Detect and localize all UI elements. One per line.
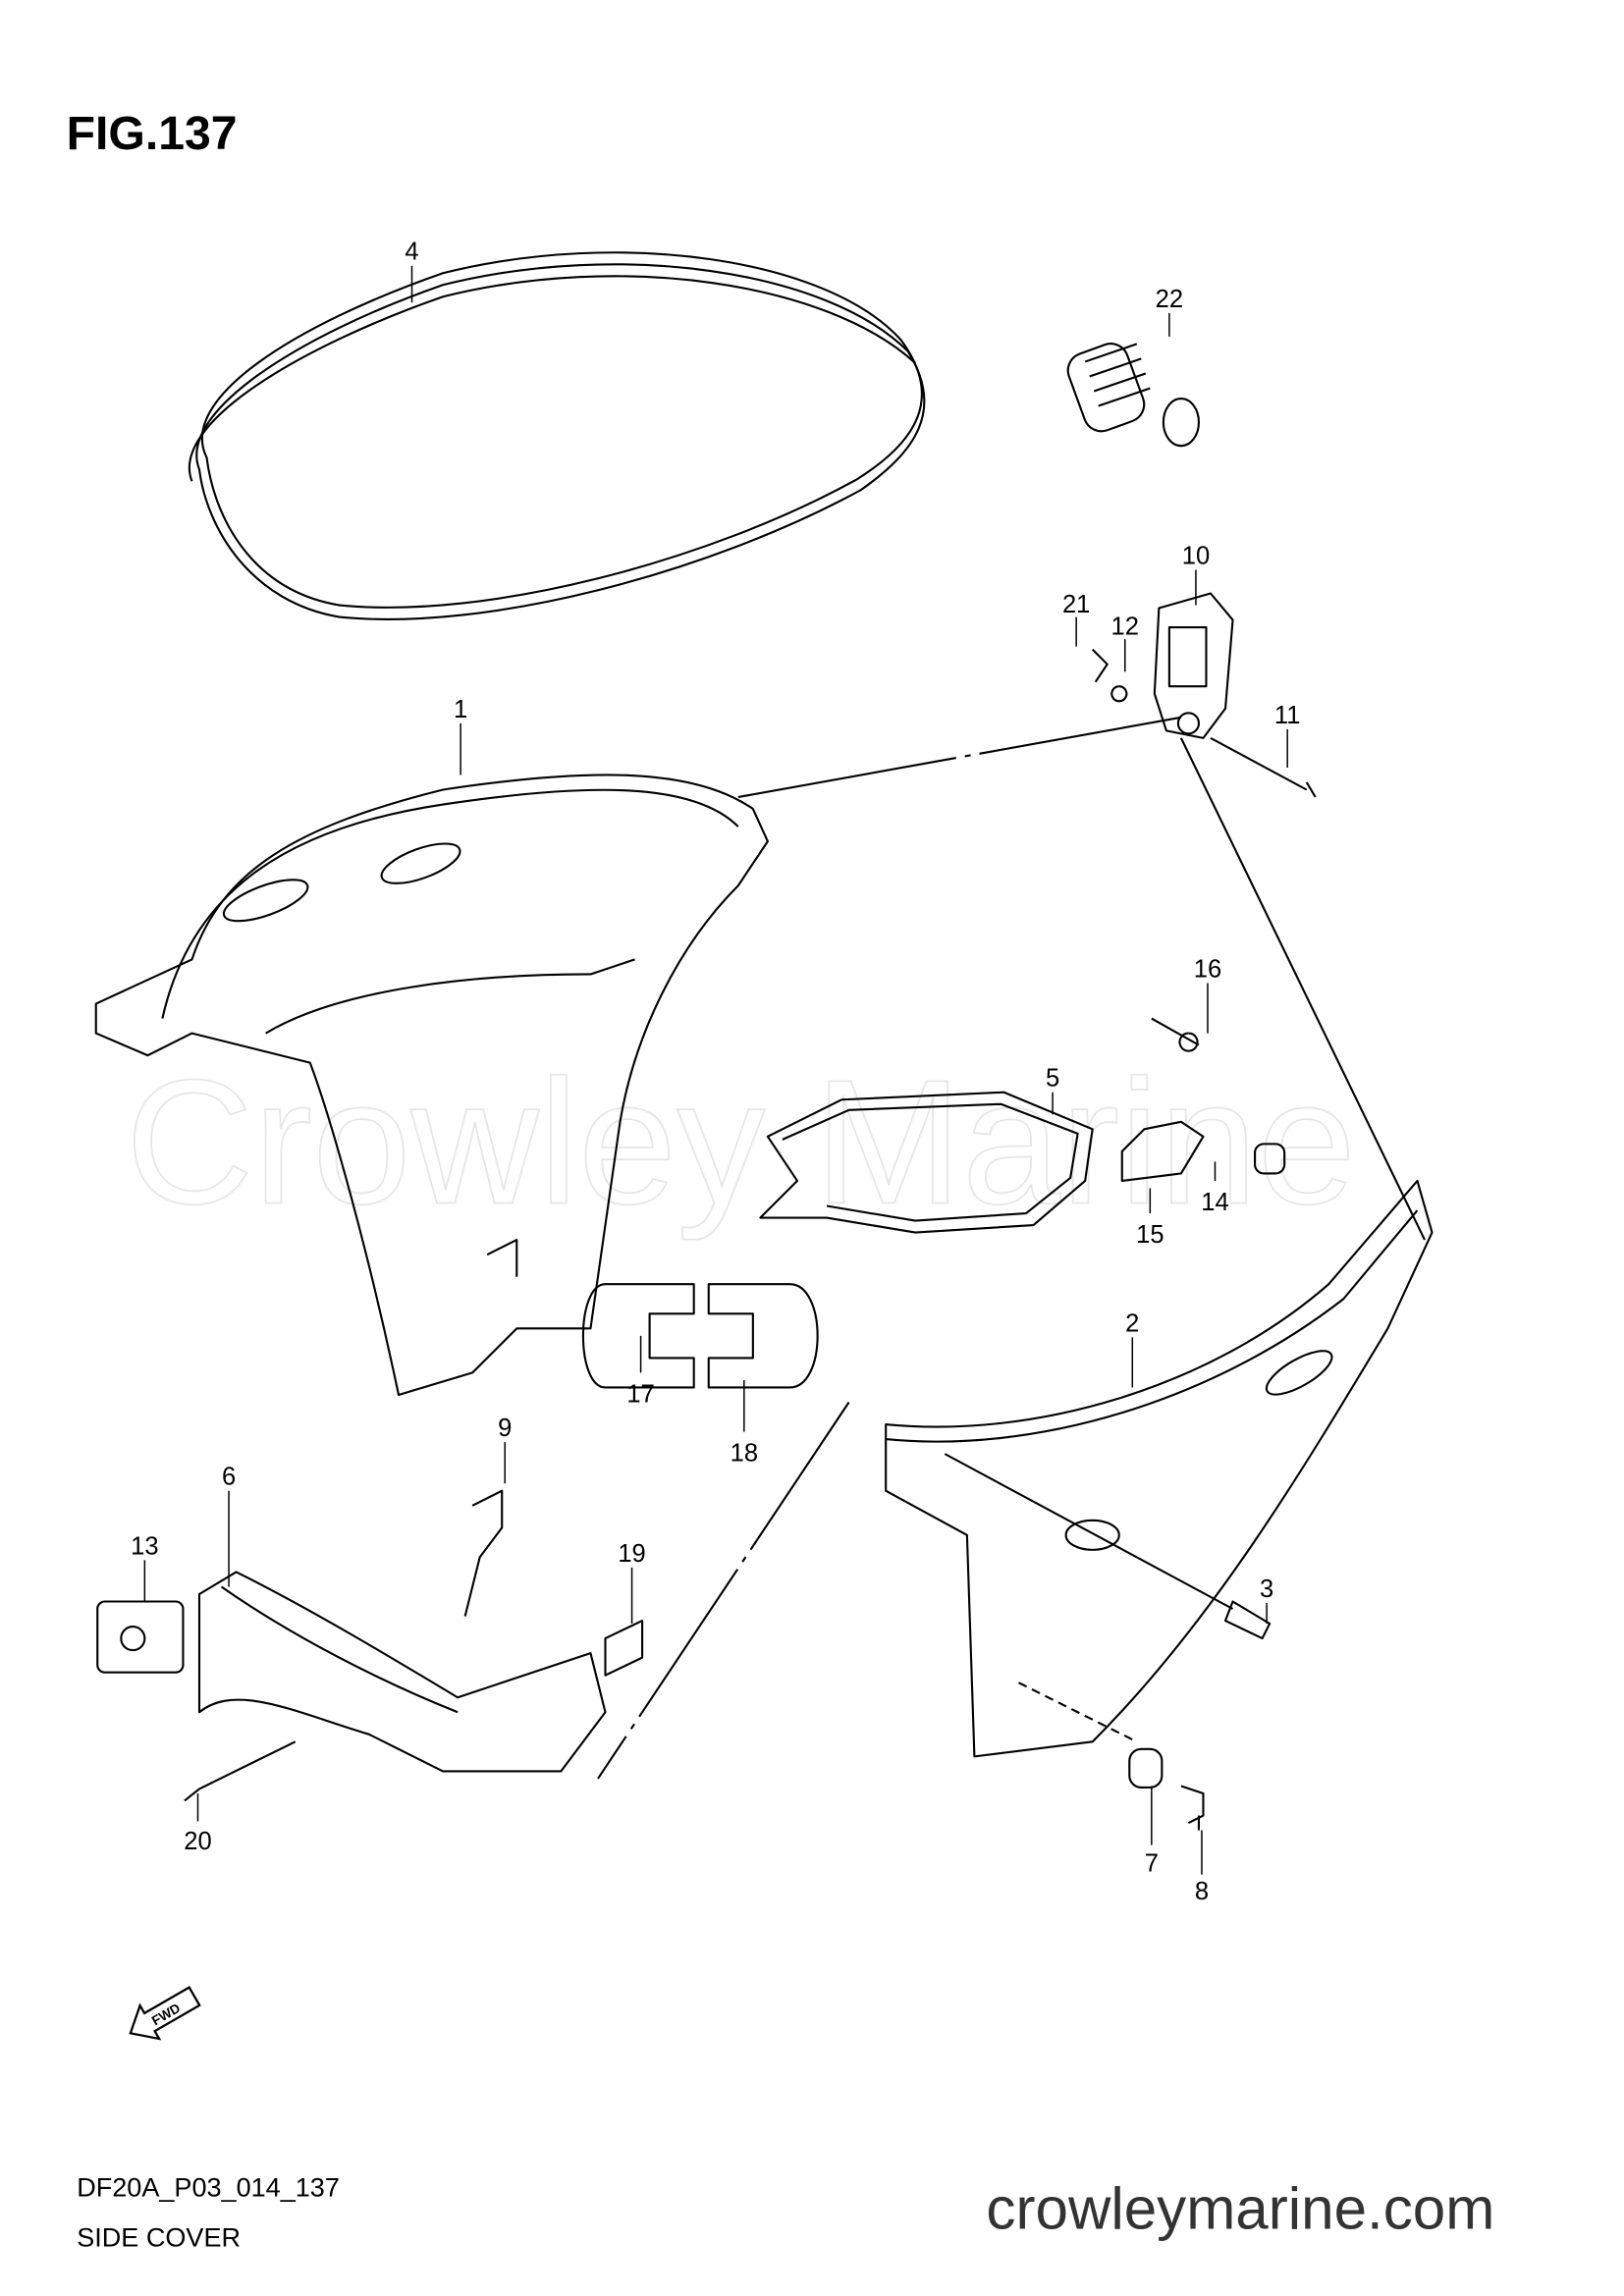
callout-4: 4 — [405, 239, 418, 266]
part-4-seal — [189, 251, 926, 620]
callouts: 4 22 10 21 12 11 1 16 5 14 15 2 17 18 9 … — [131, 239, 1300, 1906]
callout-3: 3 — [1260, 1575, 1273, 1603]
diagram-name: SIDE COVER — [77, 2223, 241, 2253]
callout-13: 13 — [131, 1532, 158, 1560]
callout-22: 22 — [1156, 286, 1183, 313]
callout-14: 14 — [1201, 1189, 1228, 1216]
part-2-side-cover — [597, 737, 1434, 1780]
callout-2: 2 — [1125, 1309, 1139, 1337]
callout-18: 18 — [731, 1440, 758, 1468]
callout-6: 6 — [222, 1464, 236, 1491]
part-5-frame — [759, 1091, 1094, 1234]
callout-16: 16 — [1194, 955, 1221, 983]
callout-1: 1 — [454, 696, 467, 723]
callout-21: 21 — [1062, 591, 1090, 618]
parts-7-8-fasteners — [1128, 1747, 1205, 1831]
fwd-arrow-icon: FWD — [129, 1986, 201, 2041]
part-10-bracket — [1091, 592, 1317, 798]
part-22-grommet — [1066, 343, 1201, 448]
watermark: Crowley Marine — [126, 1044, 1356, 1242]
callout-10: 10 — [1182, 542, 1210, 569]
figure-title: FIG.137 — [67, 107, 238, 160]
callout-9: 9 — [498, 1415, 512, 1442]
site-url: crowleymarine.com — [986, 2176, 1494, 2242]
callout-20: 20 — [184, 1828, 211, 1855]
callout-5: 5 — [1046, 1065, 1059, 1093]
parts-17-18-seal — [582, 1283, 819, 1389]
callout-15: 15 — [1136, 1221, 1164, 1249]
part-1-side-cover — [94, 716, 1182, 1397]
callout-7: 7 — [1145, 1850, 1159, 1878]
diagram-code: DF20A_P03_014_137 — [77, 2172, 340, 2202]
callout-8: 8 — [1195, 1878, 1209, 1905]
part-6-lower-cover — [96, 1489, 644, 1802]
callout-12: 12 — [1111, 614, 1139, 641]
parts-14-15-16-latch — [1120, 1017, 1286, 1183]
callout-19: 19 — [618, 1540, 645, 1568]
callout-11: 11 — [1274, 702, 1301, 729]
callout-17: 17 — [626, 1381, 654, 1409]
